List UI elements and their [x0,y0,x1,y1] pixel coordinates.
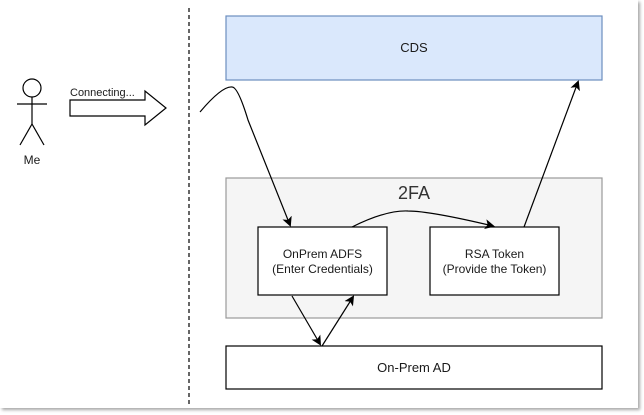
adfs-box [257,226,388,296]
rsa-box [429,226,560,296]
actor-label: Me [23,153,41,167]
actor-right-leg [31,123,45,146]
adfs-label-line1: OnPrem ADFS [282,247,363,261]
connector-adfs-to-ad [291,295,322,346]
adfs-label-line2: (Enter Credentials) [272,262,373,276]
connector-adfs-to-rsa [351,210,495,230]
connecting-label: Connecting... [70,87,135,99]
connector-rsa-to-cds [523,80,580,228]
onprem-ad-box [225,345,603,390]
actor-head [22,78,42,98]
cds-label: CDS [400,40,428,55]
rsa-label-line2: (Provide the Token) [442,262,547,276]
actor-left-leg [19,123,33,146]
actor-me [17,78,47,146]
connector-entry-to-adfs [199,86,292,227]
connector-ad-to-adfs [321,295,355,347]
twofa-label: 2FA [397,183,431,203]
cds-box [225,15,603,81]
rsa-label-line1: RSA Token [464,247,525,261]
connecting-arrow [69,89,167,127]
onprem-ad-label: On-Prem AD [377,360,451,375]
